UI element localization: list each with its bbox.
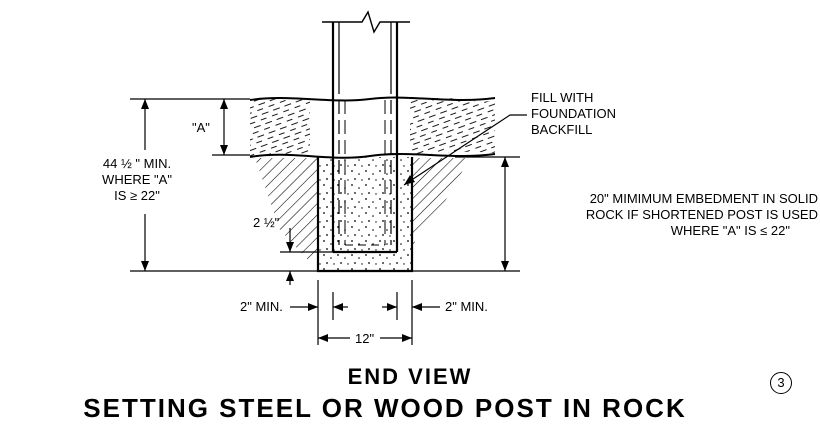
fill-line-1: FILL WITH [531, 90, 594, 105]
embed-line-2: ROCK IF SHORTENED POST IS USED [585, 207, 818, 222]
soil-layer [250, 97, 495, 157]
bottom-clear-label: 2 ½" [253, 215, 280, 230]
embed-line-1: 20" MIMIMUM EMBEDMENT IN SOLID [589, 191, 818, 206]
rock-layer [255, 158, 470, 262]
a-dimension-label: "A" [192, 120, 210, 135]
a-dimension [212, 99, 250, 156]
depth-line-1: 44 ½ " MIN. [102, 156, 172, 171]
backfill-note: FILL WITH FOUNDATION BACKFILL [531, 90, 616, 138]
depth-dimension-label: 44 ½ " MIN. WHERE "A" IS ≥ 22" [78, 156, 196, 204]
min-left-label: 2" MIN. [240, 299, 283, 314]
detail-title: SETTING STEEL OR WOOD POST IN ROCK [83, 393, 687, 423]
view-title: END VIEW [347, 364, 473, 389]
embed-line-3: WHERE "A" IS ≤ 22" [670, 223, 790, 238]
fill-line-3: BACKFILL [531, 122, 593, 137]
depth-line-3: IS ≥ 22" [114, 188, 160, 203]
backfill-leader [403, 114, 527, 186]
post [331, 22, 399, 254]
embedment-note: 20" MIMIMUM EMBEDMENT IN SOLID ROCK IF S… [518, 191, 818, 239]
min-right-label: 2" MIN. [445, 299, 488, 314]
ground-line [249, 96, 496, 102]
rock-hole-outline [316, 157, 414, 273]
fill-line-2: FOUNDATION [531, 106, 616, 121]
width-label: 12" [355, 331, 375, 346]
embed-dimension [412, 156, 520, 272]
detail-number-badge: 3 [770, 372, 792, 394]
depth-line-2: WHERE "A" [102, 172, 172, 187]
break-line [322, 10, 410, 34]
rock-line [249, 153, 496, 159]
